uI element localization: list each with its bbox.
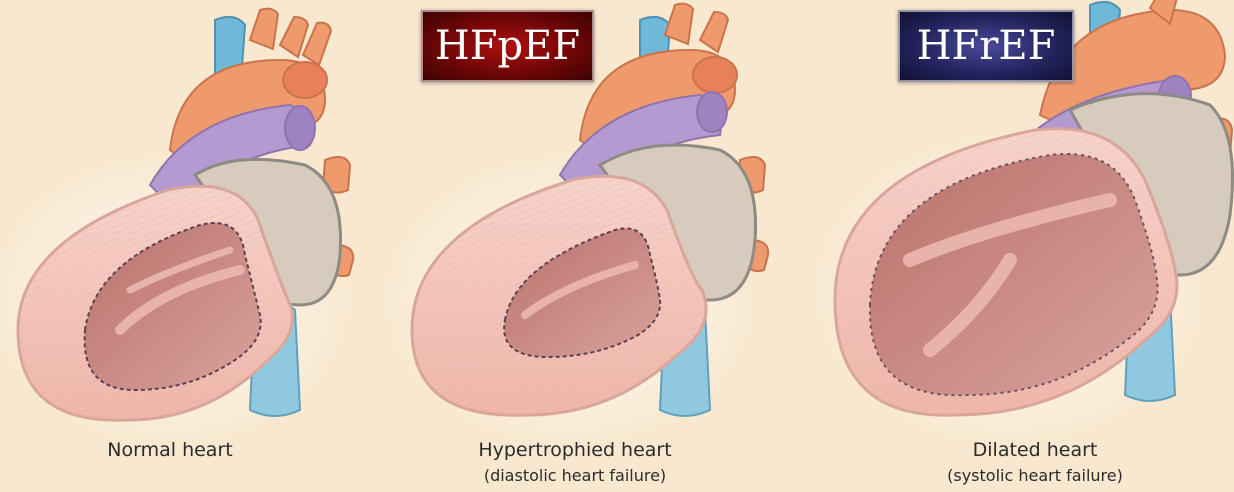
normal-heart-title: Normal heart [70,438,270,462]
dilated-heart-subtitle: (systolic heart failure) [880,465,1190,487]
dilated-heart-title: Dilated heart [880,438,1190,462]
hypertrophied-heart-caption: Hypertrophied heart (diastolic heart fai… [420,438,730,487]
normal-heart [0,9,355,450]
normal-heart-caption: Normal heart [70,438,270,462]
hfpef-badge: HFpEF [421,10,594,82]
dilated-heart-caption: Dilated heart (systolic heart failure) [880,438,1190,487]
hypertrophied-heart-title: Hypertrophied heart [420,438,730,462]
hfref-badge: HFrEF [898,10,1074,82]
hypertrophied-heart-subtitle: (diastolic heart failure) [420,465,730,487]
